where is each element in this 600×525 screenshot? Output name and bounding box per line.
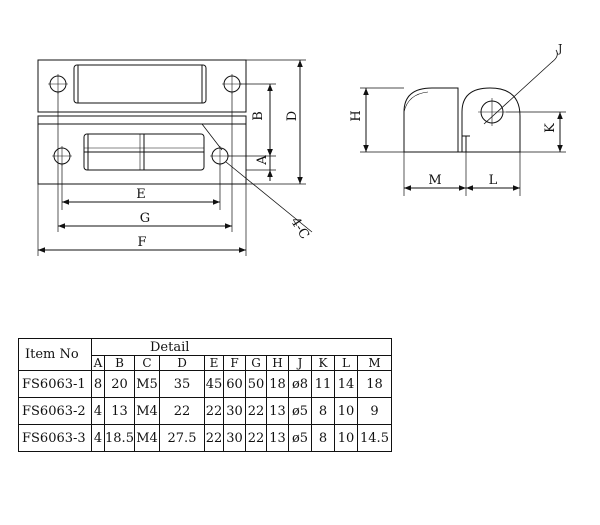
spec-table: Item No Detail A B C D E F G H J K L M F… [18,338,392,452]
side-body [403,87,459,153]
cell-l: 10 [334,424,358,452]
table-row: FS6063-1 8 20 M5 35 45 60 50 18 ø8 11 14… [18,370,392,398]
item-no-cell: FS6063-2 [18,397,92,425]
label-m: M [428,173,441,188]
cell-j: ø8 [288,370,312,398]
cell-l: 10 [334,397,358,425]
cell-d: 22 [159,397,205,425]
label-hole: 4-C [287,215,312,242]
label-h: H [349,110,364,121]
item-no-cell: FS6063-3 [18,424,92,452]
technical-drawing: E G F B A D 4-C [37,42,566,256]
cell-k: 8 [311,424,335,452]
item-no-header: Item No [18,338,92,371]
cell-h: 13 [266,397,289,425]
label-f: F [137,235,146,250]
label-l: L [489,173,498,188]
cell-j: ø5 [288,397,312,425]
label-d: D [285,111,300,121]
j-leader [483,61,553,125]
cell-e: 22 [204,424,224,452]
table-row: FS6063-3 4 18.5 M4 27.5 22 30 22 13 ø5 8… [18,424,392,452]
cell-a: 4 [91,424,105,452]
side-lug [461,87,521,153]
cell-c: M4 [134,424,160,452]
cell-b: 20 [104,370,135,398]
front-view [37,59,313,256]
cell-h: 13 [266,424,289,452]
cell-c: M4 [134,397,160,425]
cell-l: 14 [334,370,358,398]
label-j: J [557,42,562,55]
cell-f: 60 [223,370,246,398]
cell-j: ø5 [288,424,312,452]
col-header-c: C [134,355,160,371]
label-k: K [543,123,558,133]
cell-m: 18 [357,370,392,398]
cell-c: M5 [134,370,160,398]
label-g: G [140,211,150,226]
cell-k: 11 [311,370,335,398]
col-header-h: H [266,355,289,371]
side-view [360,49,566,196]
cell-m: 9 [357,397,392,425]
col-header-b: B [104,355,135,371]
cell-k: 8 [311,397,335,425]
cell-b: 13 [104,397,135,425]
cell-a: 8 [91,370,105,398]
col-header-g: G [245,355,267,371]
item-no-cell: FS6063-1 [18,370,92,398]
cell-m: 14.5 [357,424,392,452]
cell-e: 22 [204,397,224,425]
label-b: B [251,111,266,121]
col-header-f: F [223,355,246,371]
col-header-d: D [159,355,205,371]
column-header-row: A B C D E F G H J K L M [19,355,392,371]
label-a: A [255,155,270,166]
lower-plate [37,115,247,185]
col-header-e: E [204,355,224,371]
cell-d: 35 [159,370,205,398]
cell-b: 18.5 [104,424,135,452]
upper-plate [37,59,247,113]
col-header-l: L [334,355,358,371]
cell-h: 18 [266,370,289,398]
cell-d: 27.5 [159,424,205,452]
col-header-j: J [288,355,312,371]
upper-slot [73,64,207,104]
cell-g: 22 [245,397,267,425]
hole-leader [225,161,313,233]
table-header-row: Item No Detail [18,338,392,371]
col-header-a: A [91,355,105,371]
cell-a: 4 [91,397,105,425]
cell-g: 50 [245,370,267,398]
col-header-k: K [311,355,335,371]
cell-f: 30 [223,397,246,425]
col-header-m: M [357,355,392,371]
cell-f: 30 [223,424,246,452]
detail-header: Detail [91,338,392,356]
cell-e: 45 [204,370,224,398]
cell-g: 22 [245,424,267,452]
table-row: FS6063-2 4 13 M4 22 22 30 22 13 ø5 8 10 … [18,397,392,425]
label-e: E [136,187,146,202]
